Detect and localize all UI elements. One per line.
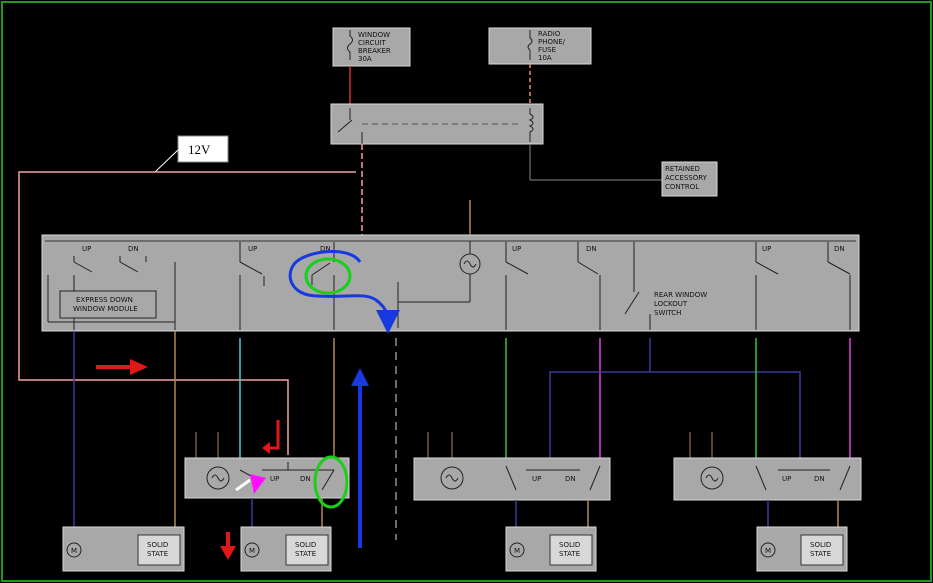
- dn-label-2: DN: [320, 245, 331, 253]
- door2-up-label: UP: [532, 475, 541, 483]
- annotation-red-arrow-down: [220, 532, 236, 560]
- dn-label-3: DN: [586, 245, 597, 253]
- breaker-label-1: WINDOW: [358, 31, 390, 39]
- ss2-label-2: STATE: [295, 550, 316, 558]
- motor-unit-right-rear: M SOLID STATE: [756, 526, 848, 572]
- rac-label-3: CONTROL: [665, 183, 699, 191]
- driver-switch-panel: UP DN UP DN UP DN UP DN EXPR: [41, 234, 860, 332]
- breaker-label-3: BREAKER: [358, 47, 391, 55]
- motor-unit-passenger: M SOLID STATE: [240, 526, 332, 572]
- express-down-label-2: WINDOW MODULE: [73, 305, 138, 313]
- lockout-label-3: SWITCH: [654, 309, 681, 317]
- ss1-label-2: STATE: [147, 550, 168, 558]
- lockout-label-2: LOCKOUT: [654, 300, 688, 308]
- annotation-green-circle-2: [313, 455, 349, 509]
- annotation-red-hook-arrow: [262, 420, 280, 454]
- up-label-3: UP: [512, 245, 521, 253]
- annotation-red-arrow-right: [96, 359, 148, 375]
- passenger-door-switch: UP DN: [184, 457, 350, 499]
- voltage-label: 12V: [188, 142, 211, 157]
- annotation-green-circle-1: [304, 257, 352, 295]
- motor-unit-left-rear: M SOLID STATE: [505, 526, 597, 572]
- door3-dn-label: DN: [814, 475, 825, 483]
- rac-label-1: RETAINED: [665, 165, 700, 173]
- door1-dn-label: DN: [300, 475, 311, 483]
- up-label-4: UP: [762, 245, 771, 253]
- dn-label-4: DN: [834, 245, 845, 253]
- annotation-blue-arrow-up: [351, 368, 369, 548]
- fuse-label-2: PHONE/: [538, 38, 566, 46]
- door2-dn-label: DN: [565, 475, 576, 483]
- ss3-label-2: STATE: [559, 550, 580, 558]
- motor-label-3: M: [514, 547, 520, 555]
- ss2-label-1: SOLID: [295, 541, 316, 549]
- ss1-label-1: SOLID: [147, 541, 168, 549]
- window-circuit-breaker: WINDOW CIRCUIT BREAKER 30A: [332, 27, 411, 67]
- annotation-blue-scribble: [288, 249, 400, 334]
- fuse-label-1: RADIO: [538, 30, 561, 38]
- motor-label-1: M: [71, 547, 77, 555]
- motor-label-4: M: [765, 547, 771, 555]
- rac-label-2: ACCESSORY: [665, 174, 708, 182]
- express-down-label-1: EXPRESS DOWN: [76, 296, 133, 304]
- door1-up-label: UP: [270, 475, 279, 483]
- dn-label-1: DN: [128, 245, 139, 253]
- up-label-1: UP: [82, 245, 91, 253]
- ss3-label-1: SOLID: [559, 541, 580, 549]
- accessory-relay: [330, 103, 544, 145]
- ss4-label-2: STATE: [810, 550, 831, 558]
- express-down-module: [59, 290, 157, 319]
- right-rear-door-switch: UP DN: [673, 457, 862, 501]
- voltage-callout: 12V: [154, 135, 229, 173]
- retained-accessory-control: RETAINED ACCESSORY CONTROL: [661, 161, 718, 197]
- left-rear-door-switch: UP DN: [413, 457, 611, 501]
- lockout-label-1: REAR WINDOW: [654, 291, 707, 299]
- ss4-label-1: SOLID: [810, 541, 831, 549]
- annotation-magenta-pointer: [235, 474, 266, 494]
- motor-unit-driver: M SOLID STATE: [62, 526, 185, 572]
- breaker-label-2: CIRCUIT: [358, 39, 387, 47]
- radio-phone-fuse: RADIO PHONE/ FUSE 10A: [488, 27, 592, 65]
- door3-up-label: UP: [782, 475, 791, 483]
- fuse-label-3: FUSE: [538, 46, 556, 54]
- motor-label-2: M: [249, 547, 255, 555]
- up-label-2: UP: [248, 245, 257, 253]
- fuse-label-4: 10A: [538, 54, 552, 62]
- breaker-label-4: 30A: [358, 55, 372, 63]
